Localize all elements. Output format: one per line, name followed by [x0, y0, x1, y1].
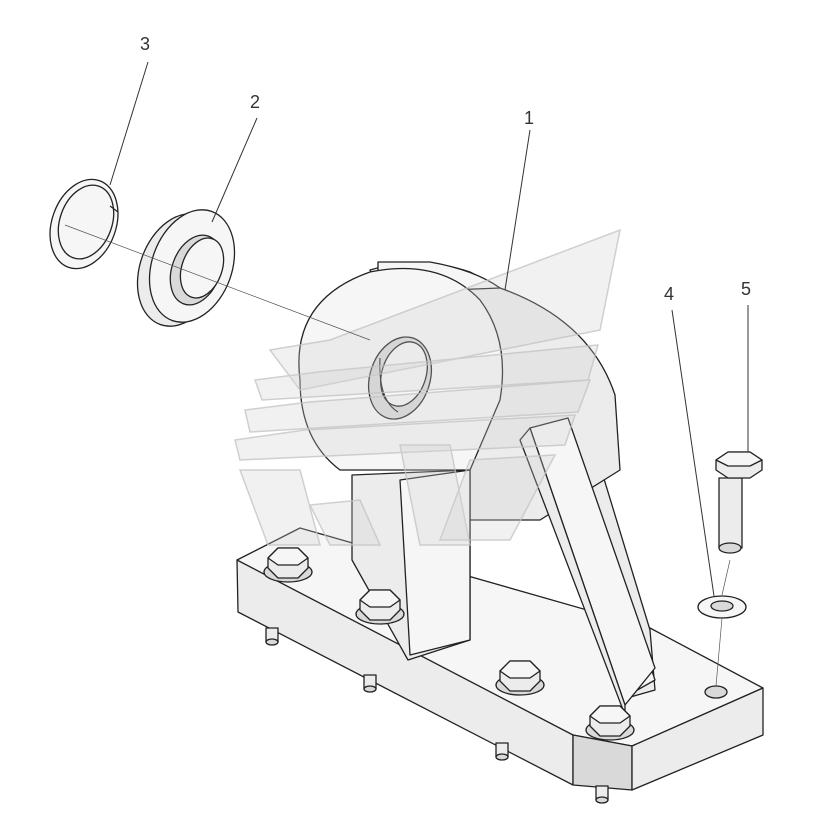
retaining-ring	[49, 178, 119, 270]
bolt-b	[355, 589, 405, 625]
callout-1: 1	[524, 108, 534, 128]
callout-3: 3	[140, 34, 150, 54]
bearing-housing	[298, 261, 656, 716]
callout-5: 5	[741, 279, 751, 299]
callout-4: 4	[664, 284, 674, 304]
bolt-a	[263, 547, 313, 583]
leader-lines	[109, 61, 749, 597]
assembly-axes	[64, 224, 731, 687]
loose-bolt	[715, 451, 763, 554]
washer	[697, 595, 747, 619]
bolt-tips	[265, 627, 609, 804]
callout-2: 2	[250, 92, 260, 112]
bolt-d	[585, 705, 635, 741]
bearing	[136, 209, 236, 327]
bolt-c	[495, 660, 545, 696]
plate-bolts	[263, 547, 635, 741]
watermark-logo	[234, 228, 622, 546]
